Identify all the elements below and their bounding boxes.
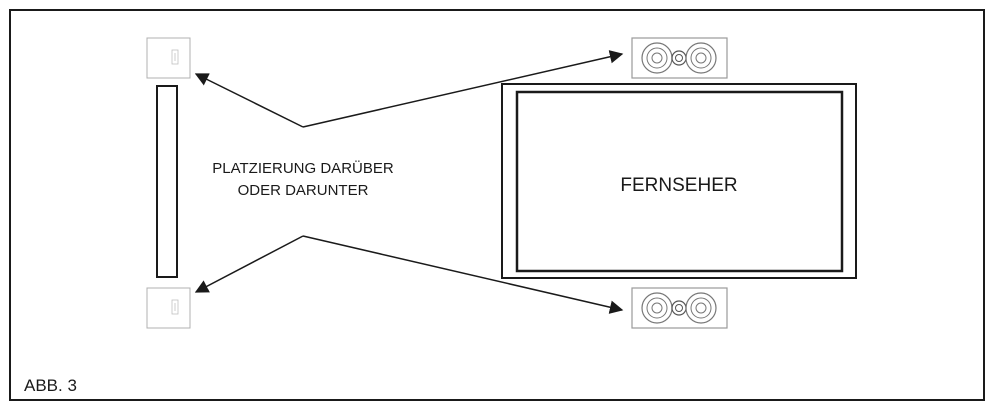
center-speaker-bottom (631, 287, 728, 329)
placement-label-line2: ODER DARUNTER (238, 182, 369, 199)
tv-label: FERNSEHER (620, 175, 737, 196)
soundbar-column (156, 85, 178, 278)
arrow-to-top-right-speaker (302, 50, 624, 128)
arrow-to-bottom-right-speaker (302, 235, 624, 314)
small-speaker-top-left (146, 37, 191, 79)
small-speaker-bottom-left (146, 287, 191, 329)
arrow-to-top-left-speaker (194, 73, 304, 128)
arrow-to-bottom-left-speaker (194, 235, 304, 293)
placement-label-line1: PLATZIERUNG DARÜBER (212, 159, 394, 177)
tv-screen (515, 90, 844, 273)
figure-caption: ABB. 3 (24, 376, 77, 395)
center-speaker-top (631, 37, 728, 79)
